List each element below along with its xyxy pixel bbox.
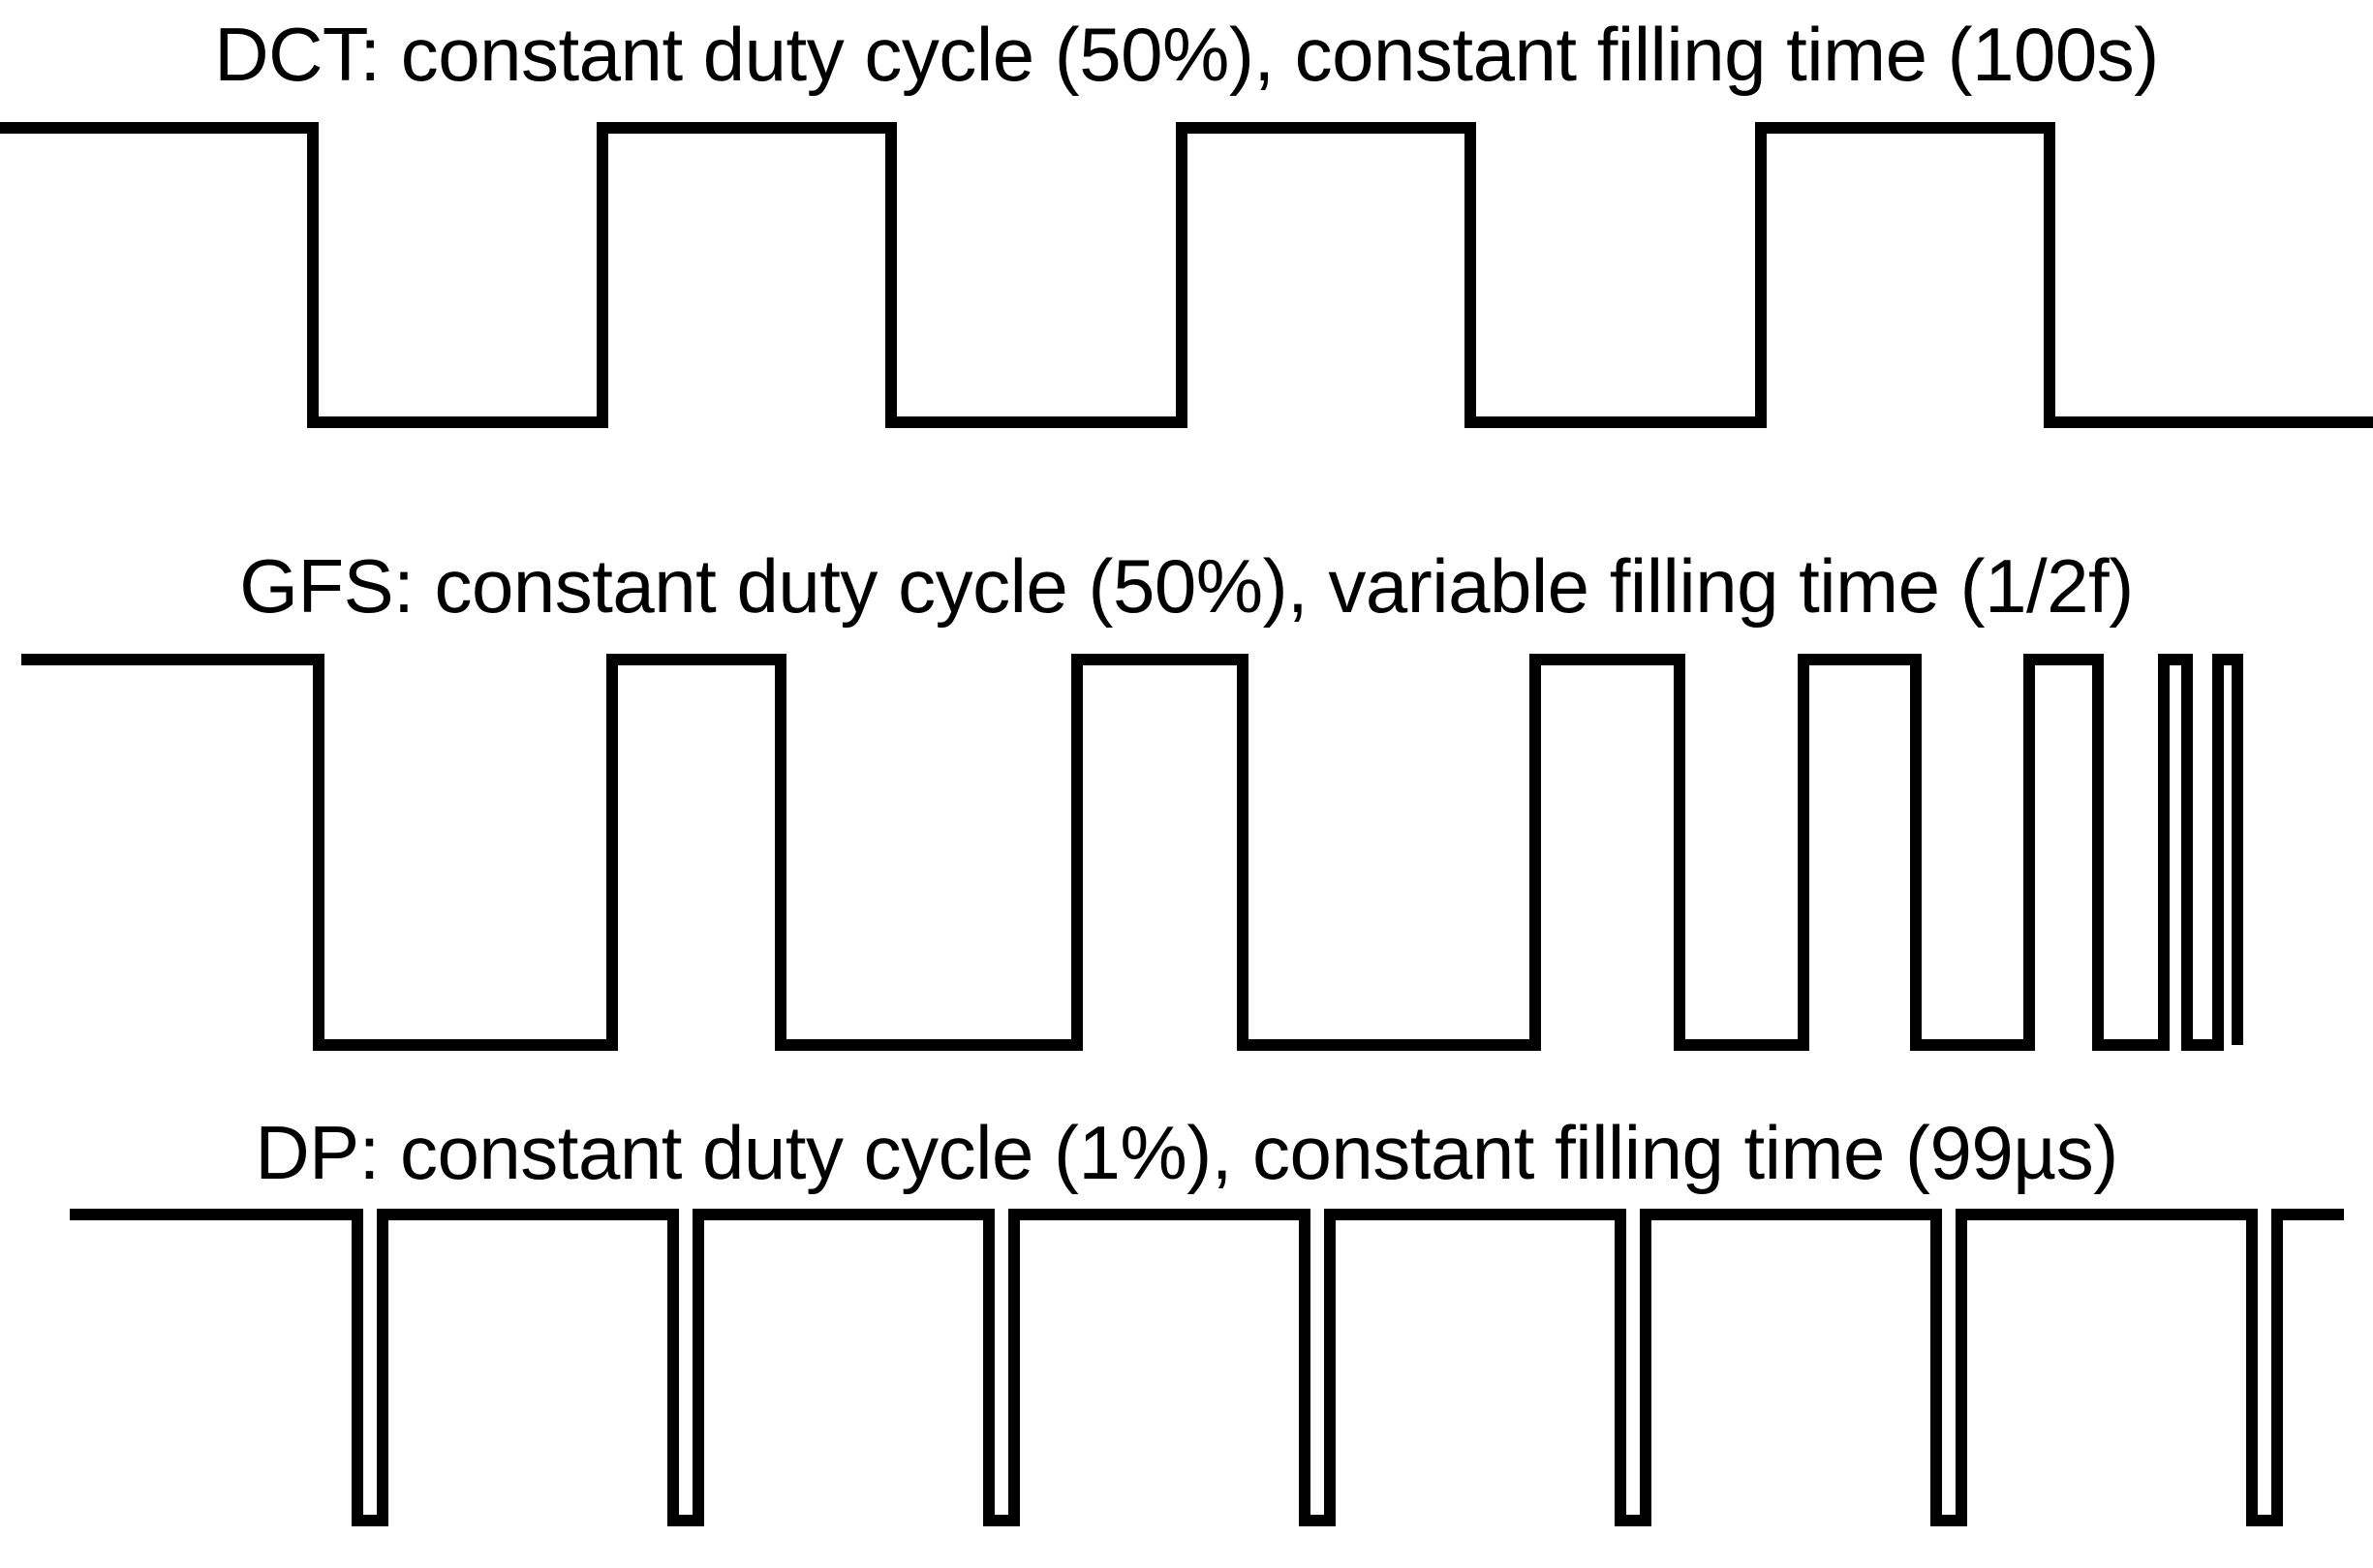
panel-dp-caption: DP: constant duty cycle (1%), constant f… [255, 1110, 2118, 1195]
panel-dct: DCT: constant duty cycle (50%), constant… [0, 0, 2373, 513]
waveform-dct-path [0, 122, 2373, 428]
waveform-gfs-wrap [0, 634, 2373, 1051]
waveform-gfs-svg [21, 654, 2243, 1051]
panel-gfs: GFS: constant duty cycle (50%), variable… [0, 528, 2373, 1065]
panel-dp: DP: constant duty cycle (1%), constant f… [0, 1094, 2373, 1568]
waveform-dp-svg [70, 1209, 2344, 1526]
waveform-dp-path [70, 1209, 2344, 1526]
panel-gfs-caption: GFS: constant duty cycle (50%), variable… [239, 543, 2134, 629]
waveform-dp-wrap [0, 1201, 2373, 1550]
waveform-dct-wrap [0, 103, 2373, 490]
waveform-dct-svg [0, 122, 2373, 428]
waveform-gfs-path [21, 654, 2243, 1051]
panel-dct-caption: DCT: constant duty cycle (50%), constant… [214, 12, 2159, 97]
